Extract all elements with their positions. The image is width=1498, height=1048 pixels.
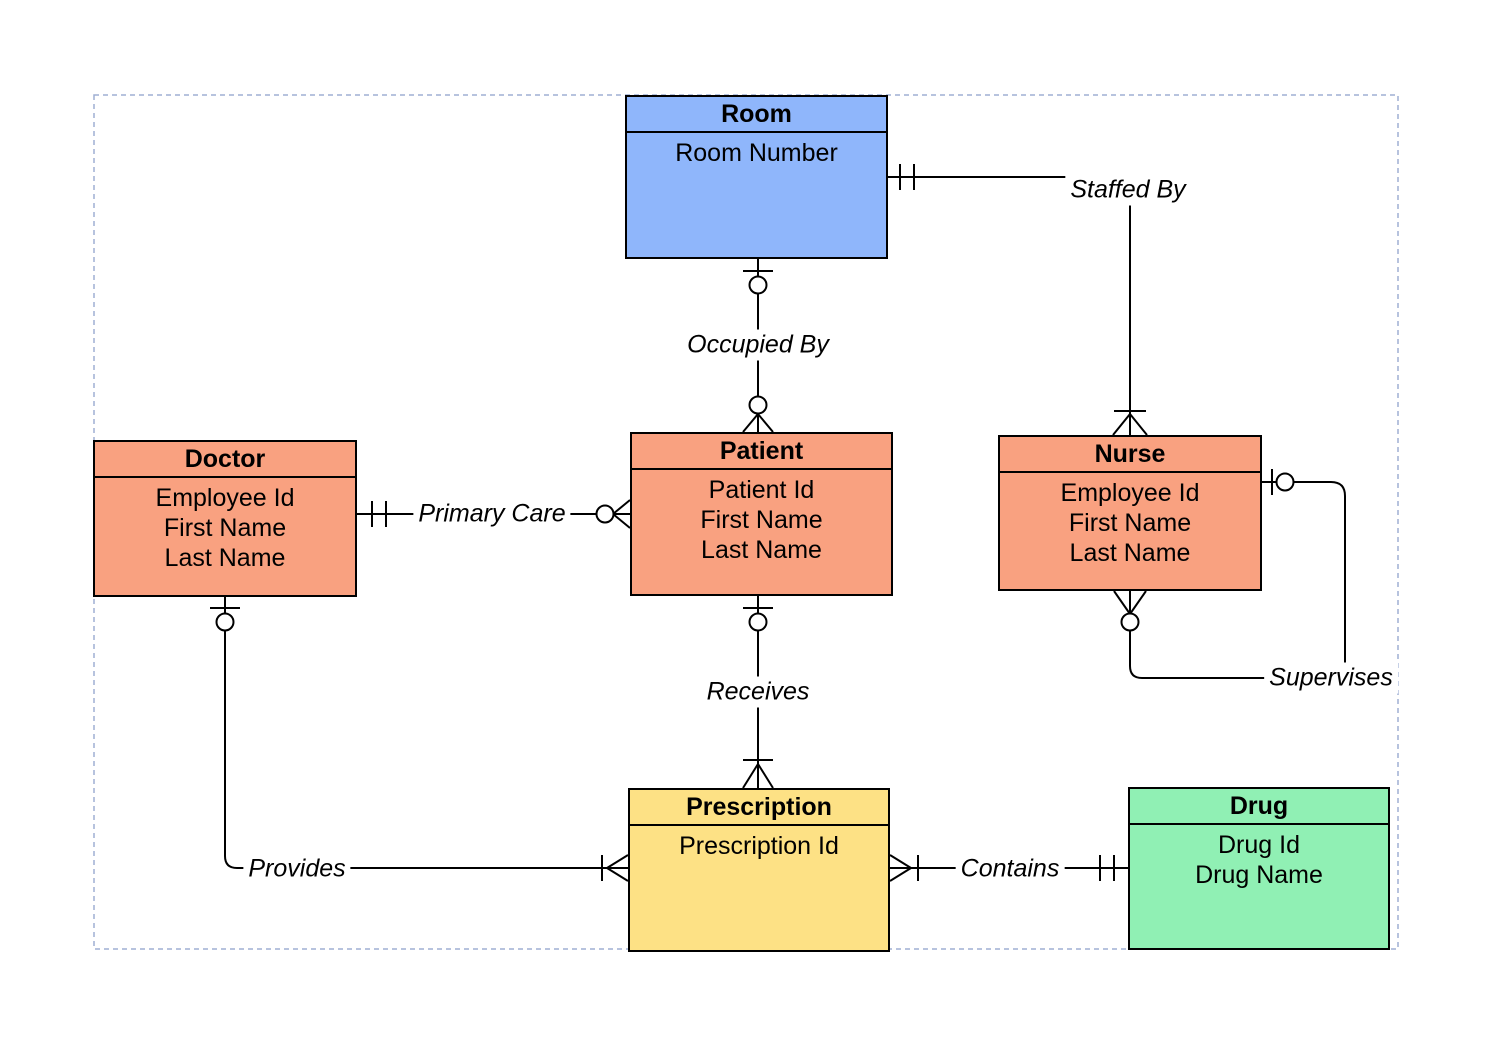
entity-drug-title: Drug [1130, 789, 1388, 825]
entity-nurse-title: Nurse [1000, 437, 1260, 473]
attribute-last-name: Last Name [1069, 539, 1191, 567]
entity-prescription-title: Prescription [630, 790, 888, 826]
entity-room-attributes: Room Number [627, 133, 886, 168]
attribute-last-name: Last Name [701, 536, 822, 564]
attribute-patient-id: Patient Id [708, 476, 815, 504]
cardinality-many-crowfoot [742, 763, 774, 789]
cardinality-many-crowfoot [742, 413, 774, 433]
cardinality-many-crowfoot [1112, 413, 1148, 436]
entity-patient: Patient Patient Id First Name Last Name [630, 432, 893, 596]
attribute-first-name: First Name [163, 514, 287, 542]
cardinality-many-crowfoot [1113, 590, 1147, 615]
rel-label-supervises: Supervises [1264, 662, 1398, 694]
cardinality-many-crowfoot [889, 854, 912, 882]
entity-prescription-attributes: Prescription Id [630, 826, 888, 861]
cardinality-zero-circle [748, 275, 768, 295]
cardinality-zero-circle [748, 395, 768, 415]
attribute-employee-id: Employee Id [155, 484, 295, 512]
cardinality-zero-circle [1120, 612, 1140, 632]
attribute-drug-name: Drug Name [1195, 861, 1323, 889]
rel-label-contains: Contains [955, 853, 1065, 885]
connector-receives [742, 596, 774, 789]
entity-doctor-attributes: Employee Id First Name Last Name [95, 478, 355, 573]
rel-label-provides: Provides [243, 853, 351, 885]
attribute-last-name: Last Name [164, 544, 286, 572]
rel-label-receives: Receives [701, 676, 815, 708]
entity-patient-title: Patient [632, 434, 891, 470]
entity-drug-attributes: Drug Id Drug Name [1130, 825, 1388, 890]
entity-drug: Drug Drug Id Drug Name [1128, 787, 1390, 950]
cardinality-many-crowfoot [606, 854, 629, 882]
cardinality-one-and-only-one-marker [1099, 855, 1115, 881]
connector-provides [210, 596, 629, 882]
entity-patient-attributes: Patient Id First Name Last Name [632, 470, 891, 565]
cardinality-zero-circle [1275, 472, 1295, 492]
cardinality-one-and-only-one-marker [899, 164, 915, 190]
cardinality-zero-circle [215, 612, 235, 632]
entity-doctor-title: Doctor [95, 442, 355, 478]
cardinality-one-and-only-one-marker [371, 501, 387, 527]
rel-label-primary-care: Primary Care [413, 498, 571, 530]
cardinality-zero-circle [748, 612, 768, 632]
cardinality-zero-circle [595, 504, 615, 524]
attribute-room-number: Room Number [675, 139, 838, 167]
entity-doctor: Doctor Employee Id First Name Last Name [93, 440, 357, 597]
rel-label-occupied-by: Occupied By [682, 329, 834, 361]
attribute-first-name: First Name [700, 506, 823, 534]
cardinality-many-crowfoot [612, 499, 631, 529]
attribute-prescription-id: Prescription Id [679, 832, 839, 860]
attribute-first-name: First Name [1068, 509, 1192, 537]
rel-label-staffed-by: Staffed By [1065, 174, 1191, 206]
attribute-employee-id: Employee Id [1060, 479, 1200, 507]
entity-nurse: Nurse Employee Id First Name Last Name [998, 435, 1262, 591]
entity-nurse-attributes: Employee Id First Name Last Name [1000, 473, 1260, 568]
entity-room: Room Room Number [625, 95, 888, 259]
entity-room-title: Room [627, 97, 886, 133]
entity-prescription: Prescription Prescription Id [628, 788, 890, 952]
attribute-drug-id: Drug Id [1218, 831, 1300, 859]
